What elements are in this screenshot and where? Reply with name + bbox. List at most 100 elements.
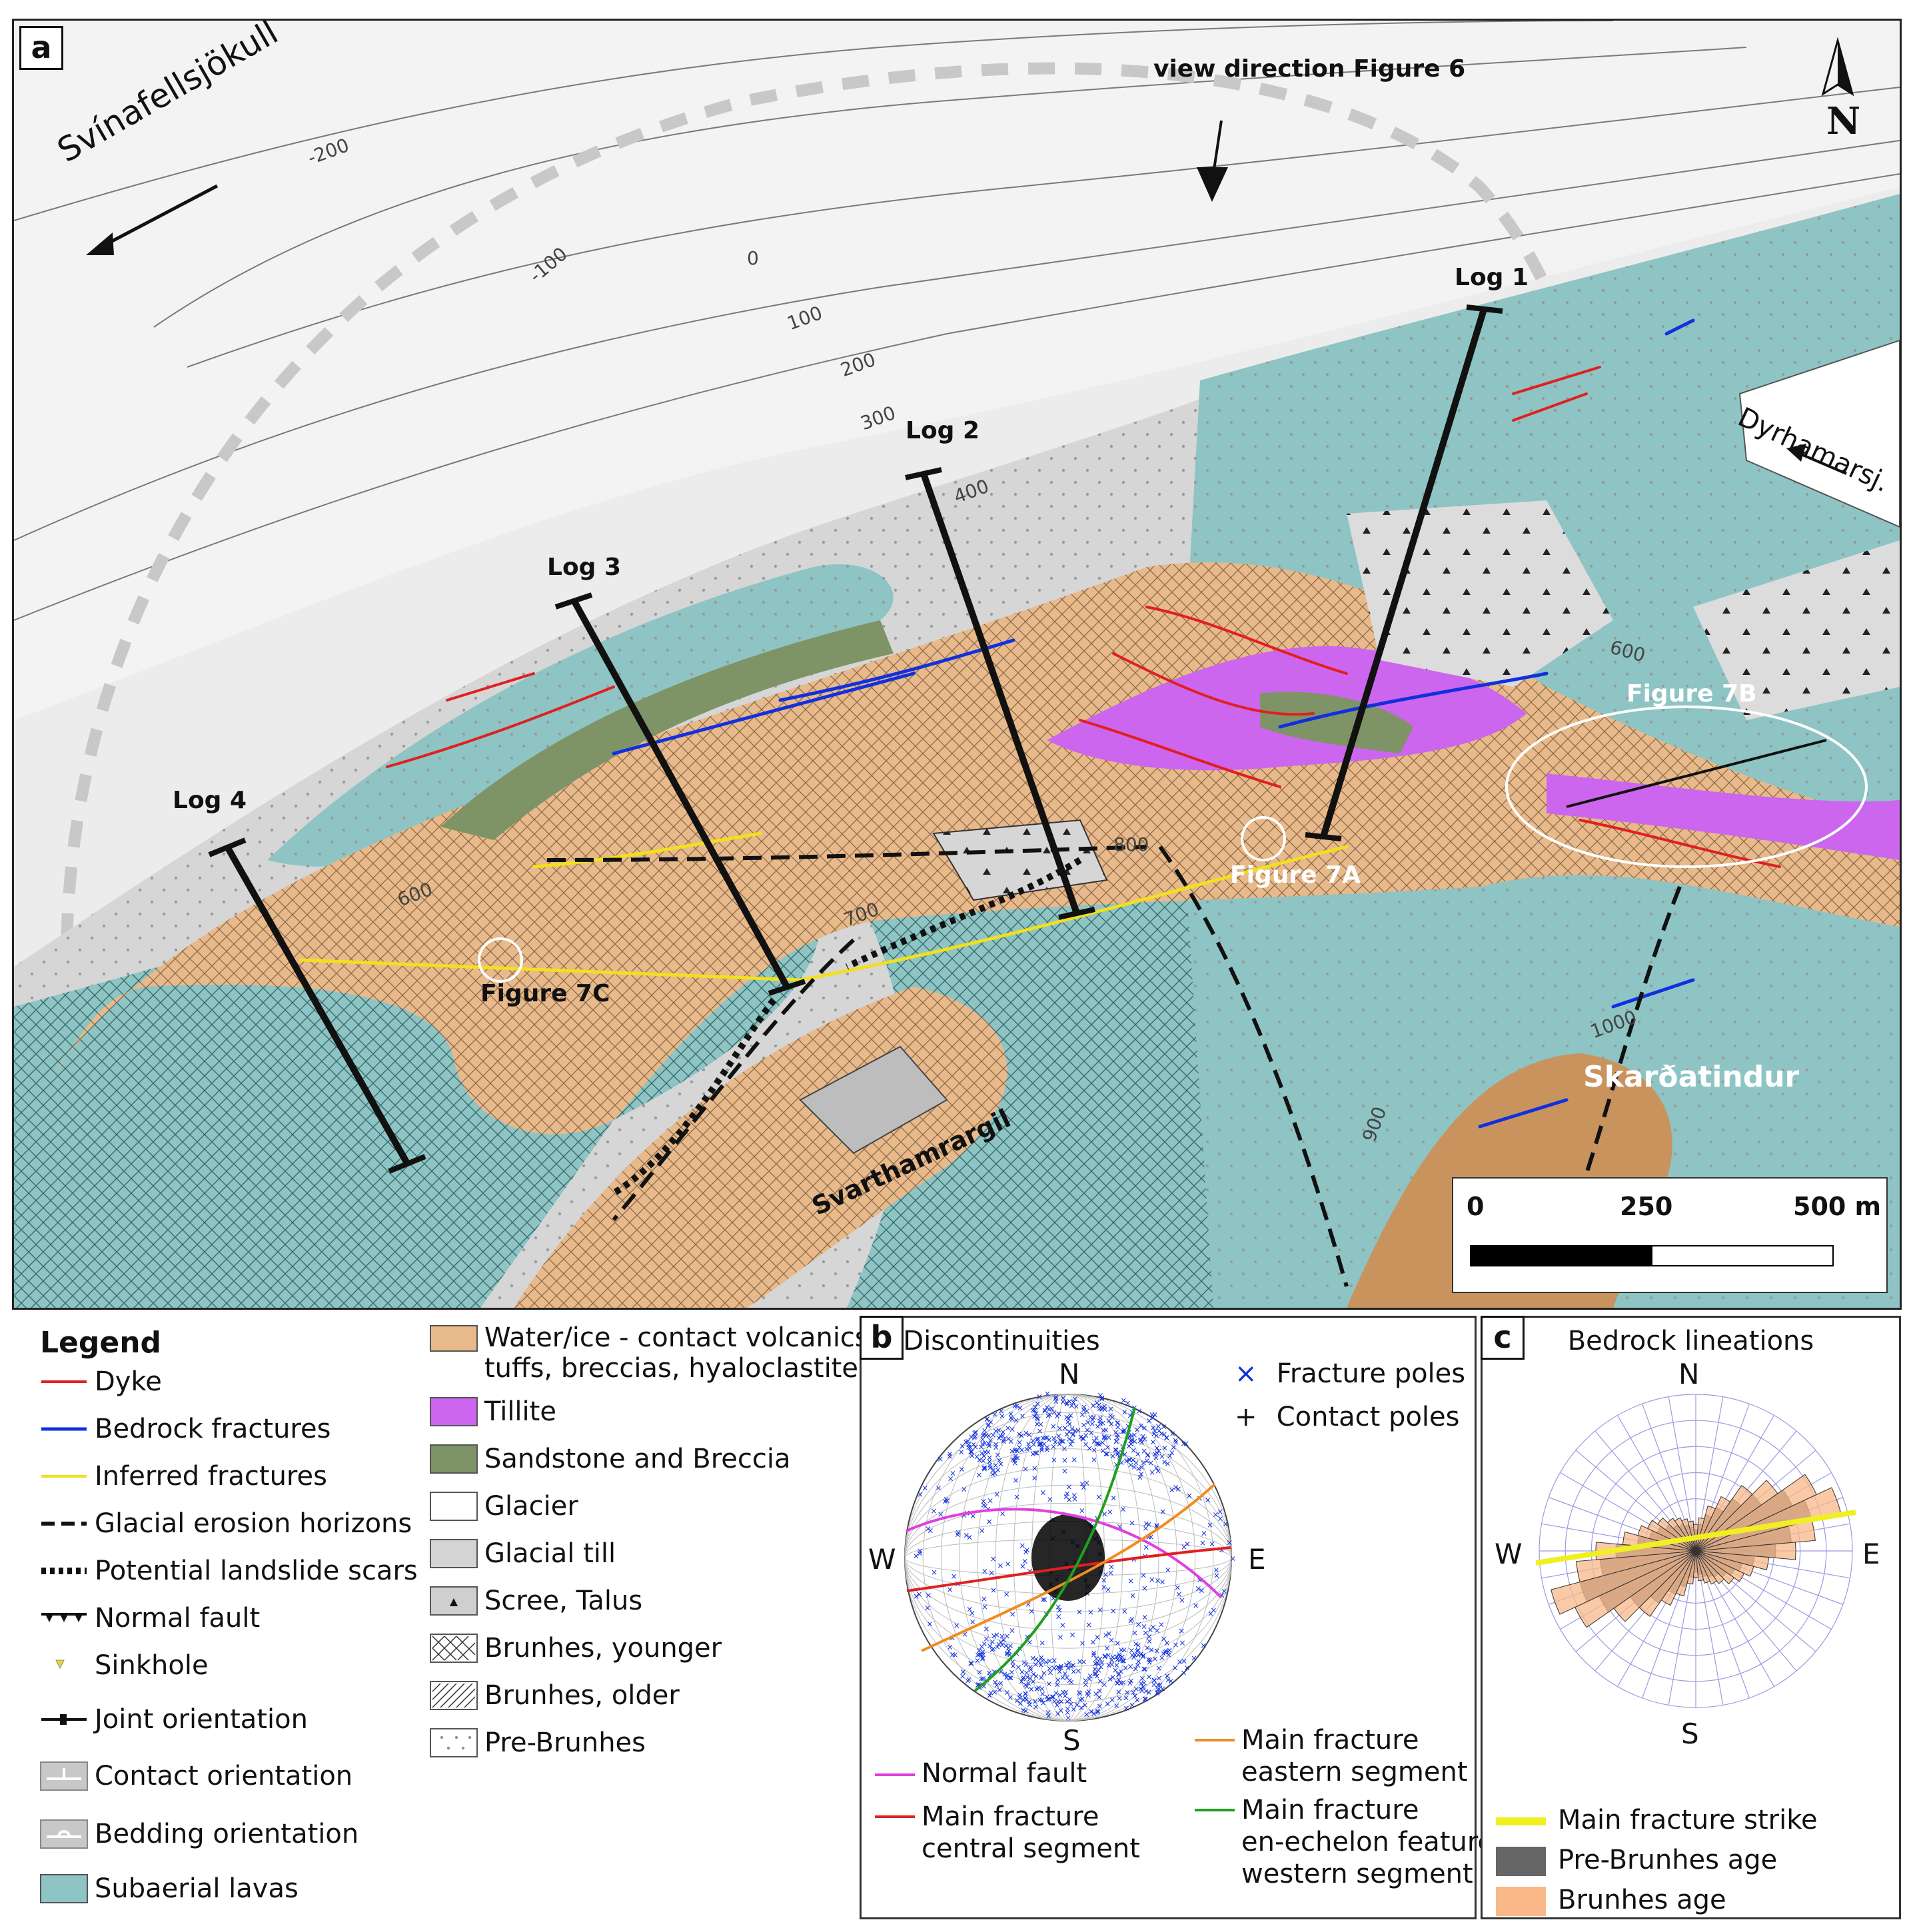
fracture-pole: × bbox=[986, 1691, 993, 1700]
fracture-pole: × bbox=[1032, 1697, 1039, 1706]
fracture-pole: × bbox=[1178, 1626, 1185, 1636]
fracture-pole: × bbox=[987, 1436, 993, 1445]
fracture-pole: × bbox=[999, 1428, 1006, 1437]
fracture-pole: × bbox=[1151, 1410, 1158, 1420]
fracture-pole: × bbox=[1050, 1442, 1057, 1452]
fracture-pole: × bbox=[974, 1656, 981, 1665]
fracture-pole: × bbox=[1121, 1407, 1128, 1416]
rose-west: W bbox=[1495, 1538, 1523, 1570]
fracture-pole: × bbox=[1191, 1654, 1197, 1663]
legend-label: Glacier bbox=[484, 1491, 578, 1522]
fracture-pole: × bbox=[993, 1443, 999, 1452]
fracture-pole: × bbox=[1107, 1508, 1113, 1517]
log-2-label: Log 2 bbox=[906, 417, 980, 444]
fracture-pole: × bbox=[1009, 1626, 1015, 1636]
fracture-pole: × bbox=[1129, 1700, 1135, 1709]
fracture-pole: × bbox=[1003, 1673, 1010, 1682]
fracture-pole: × bbox=[1025, 1679, 1032, 1688]
fracture-pole: × bbox=[1091, 1669, 1098, 1678]
legend-label: Subaerial lavas bbox=[95, 1873, 299, 1904]
fracture-pole: × bbox=[1061, 1669, 1068, 1678]
fracture-pole: × bbox=[1096, 1440, 1103, 1449]
fracture-pole: × bbox=[1045, 1405, 1052, 1414]
fracture-pole: × bbox=[1161, 1430, 1167, 1439]
fracture-pole: × bbox=[999, 1431, 1006, 1440]
fracture-pole: × bbox=[1096, 1693, 1103, 1702]
fracture-pole: × bbox=[981, 1439, 988, 1448]
fracture-pole: × bbox=[1043, 1445, 1050, 1454]
fracture-pole: × bbox=[1042, 1433, 1049, 1442]
fracture-pole: × bbox=[1024, 1632, 1031, 1642]
fracture-pole: × bbox=[1159, 1578, 1165, 1587]
eastern-segment-great-circle bbox=[921, 1483, 1216, 1652]
fracture-pole: × bbox=[1131, 1691, 1138, 1700]
fracture-pole: × bbox=[1121, 1427, 1127, 1436]
fracture-pole: × bbox=[1149, 1437, 1156, 1446]
fracture-pole: × bbox=[981, 1502, 988, 1511]
rose-petal bbox=[1695, 1550, 1704, 1582]
fracture-pole: × bbox=[1011, 1402, 1018, 1411]
fracture-pole: × bbox=[989, 1638, 995, 1647]
fracture-pole: × bbox=[1059, 1437, 1066, 1446]
fracture-pole: × bbox=[1141, 1622, 1147, 1631]
fracture-pole: × bbox=[1165, 1650, 1172, 1660]
fracture-pole: × bbox=[1051, 1656, 1057, 1665]
fracture-pole: × bbox=[1038, 1445, 1045, 1454]
fracture-pole: × bbox=[993, 1426, 999, 1436]
main-fracture-strike-line bbox=[1536, 1510, 1856, 1566]
fracture-pole: × bbox=[1157, 1680, 1163, 1690]
fracture-pole: × bbox=[993, 1490, 1000, 1499]
fracture-pole: × bbox=[1085, 1620, 1092, 1630]
fracture-pole: × bbox=[1154, 1688, 1161, 1697]
fracture-pole: × bbox=[1129, 1436, 1135, 1445]
fracture-pole: × bbox=[1124, 1398, 1131, 1408]
fracture-pole: × bbox=[1070, 1667, 1077, 1676]
fracture-pole: × bbox=[1078, 1703, 1085, 1712]
discontinuities-panel: b Discontinuities N S W E ××××××××××××××… bbox=[860, 1316, 1494, 1919]
fracture-pole: × bbox=[999, 1640, 1005, 1650]
fracture-pole: × bbox=[1065, 1482, 1072, 1492]
legend-label: Contact orientation bbox=[95, 1761, 353, 1791]
fracture-pole: × bbox=[916, 1590, 922, 1599]
fracture-pole: × bbox=[1021, 1658, 1027, 1667]
rose-petal bbox=[1695, 1550, 1754, 1577]
fracture-pole: × bbox=[1080, 1420, 1087, 1430]
log-1-label: Log 1 bbox=[1455, 264, 1529, 291]
fracture-pole: × bbox=[1163, 1647, 1169, 1656]
fracture-pole: × bbox=[1020, 1705, 1027, 1715]
fracture-pole: × bbox=[1016, 1690, 1023, 1699]
fracture-pole: × bbox=[1063, 1660, 1069, 1670]
fracture-pole: × bbox=[1126, 1431, 1133, 1440]
fracture-pole: × bbox=[980, 1496, 987, 1506]
fracture-pole: × bbox=[1128, 1432, 1135, 1441]
fracture-pole: × bbox=[1183, 1663, 1190, 1672]
central-segment-great-circle bbox=[906, 1546, 1231, 1592]
fracture-pole: × bbox=[1009, 1610, 1016, 1619]
fracture-pole: × bbox=[1100, 1426, 1107, 1435]
fracture-pole: × bbox=[1009, 1455, 1016, 1464]
inferred-fracture-symbol bbox=[41, 1475, 87, 1478]
fracture-pole: × bbox=[1093, 1434, 1099, 1443]
panel-label-a: a bbox=[19, 26, 63, 70]
fracture-pole: × bbox=[1026, 1430, 1033, 1440]
fracture-pole: × bbox=[1127, 1576, 1134, 1586]
fracture-pole: × bbox=[1028, 1685, 1035, 1694]
fracture-pole: × bbox=[1063, 1673, 1070, 1682]
fracture-pole: × bbox=[1084, 1426, 1091, 1435]
fracture-pole: × bbox=[979, 1654, 985, 1664]
fracture-pole: × bbox=[1070, 1704, 1077, 1713]
fracture-pole: × bbox=[946, 1449, 953, 1458]
fracture-pole: × bbox=[1141, 1612, 1148, 1622]
fracture-pole: × bbox=[1141, 1434, 1148, 1444]
fracture-pole: × bbox=[965, 1440, 972, 1449]
rose-petal bbox=[1695, 1550, 1725, 1584]
stereo-north: N bbox=[1059, 1358, 1080, 1390]
fracture-pole: × bbox=[1015, 1662, 1021, 1672]
fracture-pole: × bbox=[1076, 1688, 1083, 1697]
fracture-pole: × bbox=[1120, 1656, 1127, 1666]
fracture-pole: × bbox=[1102, 1570, 1109, 1580]
fracture-pole: × bbox=[1053, 1397, 1059, 1406]
fracture-pole: × bbox=[1087, 1671, 1093, 1680]
fracture-pole: × bbox=[1095, 1706, 1101, 1715]
fracture-pole: × bbox=[1085, 1687, 1092, 1696]
